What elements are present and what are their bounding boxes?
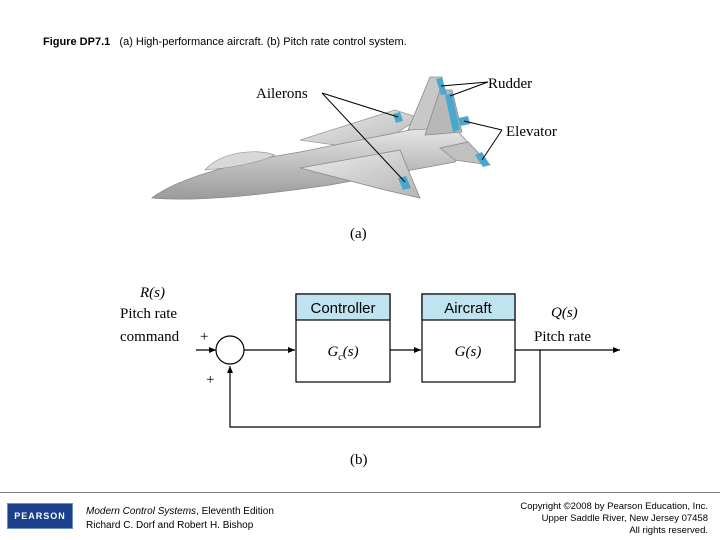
aileron-near xyxy=(398,176,411,190)
aircraft-illustration: Ailerons Rudder Elevator (a) xyxy=(150,76,557,242)
controller-title: Controller xyxy=(310,300,375,317)
aircraft-tf: G(s) xyxy=(455,344,482,360)
publisher-address: Upper Saddle River, New Jersey 07458 xyxy=(541,513,708,524)
ailerons-label: Ailerons xyxy=(256,86,308,102)
book-edition: , Eleventh Edition xyxy=(196,506,274,517)
input-label-line2: command xyxy=(120,329,180,345)
copyright-line: Copyright ©2008 by Pearson Education, In… xyxy=(520,501,708,512)
book-title: Modern Control Systems xyxy=(86,506,197,517)
subfigure-b-label: (b) xyxy=(350,452,368,468)
rudder-1 xyxy=(436,78,447,95)
rights-line: All rights reserved. xyxy=(629,525,708,536)
controller-block: Controller Gc(s) xyxy=(295,293,391,383)
aileron-far xyxy=(393,112,403,123)
figure-caption-text: (a) High-performance aircraft. (b) Pitch… xyxy=(119,36,407,48)
aircraft-title: Aircraft xyxy=(444,300,492,317)
leader-lines xyxy=(321,81,503,183)
controller-tf: Gc(s) xyxy=(327,344,358,363)
sum-plus-bottom: + xyxy=(206,372,214,388)
rudder-label: Rudder xyxy=(488,76,532,92)
near-wing xyxy=(299,149,421,199)
book-authors: Richard C. Dorf and Robert H. Bishop xyxy=(86,520,254,531)
input-symbol: R(s) xyxy=(139,285,165,301)
footer-book-info: Modern Control Systems, Eleventh Edition… xyxy=(86,505,274,533)
figure-label: Figure DP7.1 xyxy=(43,36,111,48)
footer-copyright: Copyright ©2008 by Pearson Education, In… xyxy=(520,501,708,537)
elevator-label: Elevator xyxy=(506,124,557,140)
figure-caption: Figure DP7.1 (a) High-performance aircra… xyxy=(43,36,407,48)
output-symbol: Q(s) xyxy=(551,305,578,321)
footer-divider xyxy=(0,492,720,493)
canopy xyxy=(204,151,276,171)
subfigure-a-label: (a) xyxy=(350,226,367,242)
output-label: Pitch rate xyxy=(534,329,591,345)
feedback-path xyxy=(227,350,541,428)
input-label-line1: Pitch rate xyxy=(120,306,177,322)
summing-junction xyxy=(215,335,245,365)
rudder-2 xyxy=(445,93,460,132)
block-diagram: R(s) Pitch rate command + + Controller G… xyxy=(120,285,620,468)
aircraft-block: Aircraft G(s) xyxy=(421,293,516,383)
pearson-logo: PEARSON xyxy=(7,503,73,529)
sum-plus-top: + xyxy=(200,329,208,345)
